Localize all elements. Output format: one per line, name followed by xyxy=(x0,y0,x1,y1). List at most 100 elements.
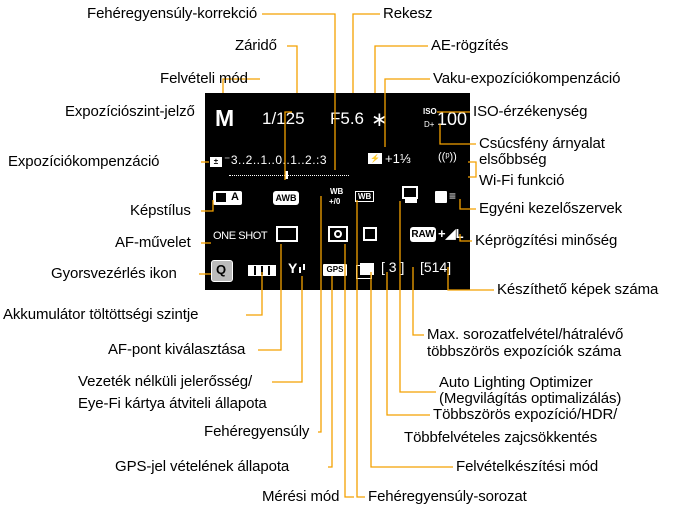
label-max-burst-1: Max. sorozatfelvétel/hátralévő xyxy=(427,326,624,343)
wb-correction-bottom: +/0 xyxy=(329,197,341,206)
quick-control-label: Q xyxy=(216,262,227,277)
label-max-burst-2: többszörös expozíciók száma xyxy=(427,343,622,360)
iso-value: 100 xyxy=(437,109,468,129)
shots-remaining-value: [514] xyxy=(420,259,452,275)
metering-icon-center xyxy=(334,230,342,238)
label-gps: GPS-jel vételének állapota xyxy=(115,458,290,475)
leader-ae-lock xyxy=(374,45,428,93)
signal-strength-icon: Y xyxy=(288,260,298,276)
label-multi-exposure-2: Többfelvételes zajcsökkentés xyxy=(404,429,598,446)
leader-wb-correction xyxy=(262,13,336,170)
exposure-comp-icon: ± xyxy=(210,157,222,167)
label-alo-1: Auto Lighting Optimizer xyxy=(439,374,593,391)
exposure-indicator-mark xyxy=(285,171,288,179)
leader-shutter xyxy=(287,45,298,93)
leader-shooting-mode xyxy=(222,78,260,93)
label-highlight-tone-1: Csúcsfény árnyalat xyxy=(479,135,605,152)
label-shutter: Záridő xyxy=(235,37,277,54)
leader-group xyxy=(199,13,494,498)
metering-icon xyxy=(328,226,348,242)
label-af-point: AF-pont kiválasztása xyxy=(108,341,246,358)
label-metering: Mérési mód xyxy=(262,488,340,505)
label-wireless-1: Vezeték nélküli jelerősség/ xyxy=(78,373,253,390)
leader-alo xyxy=(399,201,436,393)
awb-icon: AWB xyxy=(273,191,299,205)
label-af-operation: AF-művelet xyxy=(115,234,191,251)
picture-style-icon: A xyxy=(213,191,242,205)
label-image-quality: Képrögzítési minőség xyxy=(475,232,618,249)
exposure-scale-ticks xyxy=(229,169,349,176)
label-wb-correction: Fehéregyensúly-korrekció xyxy=(87,5,258,22)
leader-max-burst xyxy=(412,267,424,336)
label-wifi: Wi-Fi funkció xyxy=(479,172,565,189)
leader-battery xyxy=(246,272,263,316)
leader-picture-style xyxy=(201,200,214,212)
leader-wb-bracketing xyxy=(356,200,365,498)
leader-multi-exposure xyxy=(386,272,430,416)
quick-control-button[interactable] xyxy=(211,260,233,282)
picture-style-glyph xyxy=(216,193,226,202)
iso-label: ISO xyxy=(423,107,437,116)
d-plus-label: D+ xyxy=(424,120,435,129)
flash-comp-value: +1⅓ xyxy=(385,151,411,166)
label-custom-controls: Egyéni kezelőszervek xyxy=(479,200,623,217)
image-quality-value: +◢L xyxy=(438,226,464,241)
leader-wifi xyxy=(468,161,477,178)
custom-controls-lines: ≡ xyxy=(449,189,457,203)
exposure-level-scale: ⁻3..2..1..0..1..2.:3 xyxy=(224,153,328,167)
leader-exposure-indicator xyxy=(284,111,292,180)
leader-highlight-tone xyxy=(439,124,476,145)
leader-flash-comp xyxy=(384,78,430,147)
label-picture-style: Képstílus xyxy=(130,202,191,219)
label-multi-exposure-1: Többszörös expozíció/HDR/ xyxy=(433,406,618,423)
wb-bracketing-icon: WB xyxy=(355,191,375,202)
multi-exposure-icon xyxy=(363,227,377,241)
leader-aperture xyxy=(352,13,380,93)
wb-correction-top: WB xyxy=(330,187,344,196)
label-wb-bracketing: Fehéregyensúly-sorozat xyxy=(368,488,527,505)
burst-value: [ 3 ] xyxy=(381,259,405,275)
ae-lock-icon: ∗ xyxy=(371,109,388,131)
alo-icon-base xyxy=(405,199,417,203)
label-alo-2: (Megvilágítás optimalizálás) xyxy=(439,390,622,407)
label-battery: Akkumulátor töltöttségi szintje xyxy=(3,306,199,323)
leader-af-point xyxy=(258,244,282,351)
label-exposure-comp: Expozíciókompenzáció xyxy=(8,153,160,170)
gps-icon: GPS xyxy=(323,264,347,276)
leader-drive-mode xyxy=(370,272,453,468)
raw-icon: RAW xyxy=(410,227,436,242)
label-aperture: Rekesz xyxy=(383,5,433,22)
shutter-value: 1/125 xyxy=(262,109,305,128)
label-iso: ISO-érzékenység xyxy=(473,103,588,120)
label-shooting-mode: Felvételi mód xyxy=(160,70,248,87)
label-flash-comp: Vaku-expozíciókompenzáció xyxy=(433,70,621,87)
label-white-balance: Fehéregyensúly xyxy=(204,423,310,440)
picture-style-value: A xyxy=(231,191,239,203)
label-exposure-indicator: Expozíciószint-jelző xyxy=(65,103,195,120)
leader-wireless xyxy=(272,276,303,383)
shooting-mode-value: M xyxy=(215,105,235,131)
custom-controls-icon xyxy=(435,191,447,203)
leader-gps xyxy=(328,276,333,468)
aperture-value: F5.6 xyxy=(330,109,365,128)
label-quick-control: Gyorsvezérlés ikon xyxy=(51,265,177,282)
signal-bars-icon xyxy=(299,267,301,273)
label-ae-lock: AE-rögzítés xyxy=(431,37,509,54)
af-point-icon xyxy=(276,226,298,242)
label-highlight-tone-2: elsőbbség xyxy=(479,151,547,168)
label-drive-mode: Felvételkészítési mód xyxy=(456,458,599,475)
wifi-icon: ((ᵖ)) xyxy=(438,151,457,163)
leader-shots-remaining xyxy=(447,267,494,291)
leader-image-quality xyxy=(459,234,472,242)
label-wireless-2: Eye-Fi kártya átviteli állapota xyxy=(78,395,267,412)
flash-comp-icon: ⚡ xyxy=(368,153,382,164)
leader-white-balance xyxy=(318,196,322,433)
leader-metering xyxy=(344,244,354,498)
alo-icon xyxy=(402,186,418,199)
label-shots-remaining: Készíthető képek száma xyxy=(497,281,659,298)
leader-custom-controls xyxy=(459,199,476,210)
camera-lcd-screen: M 1/125 F5.6 ∗ ISO D+ 100 ± ⁻3..2..1..0.… xyxy=(205,93,470,290)
af-operation-value: ONE SHOT xyxy=(213,230,268,242)
